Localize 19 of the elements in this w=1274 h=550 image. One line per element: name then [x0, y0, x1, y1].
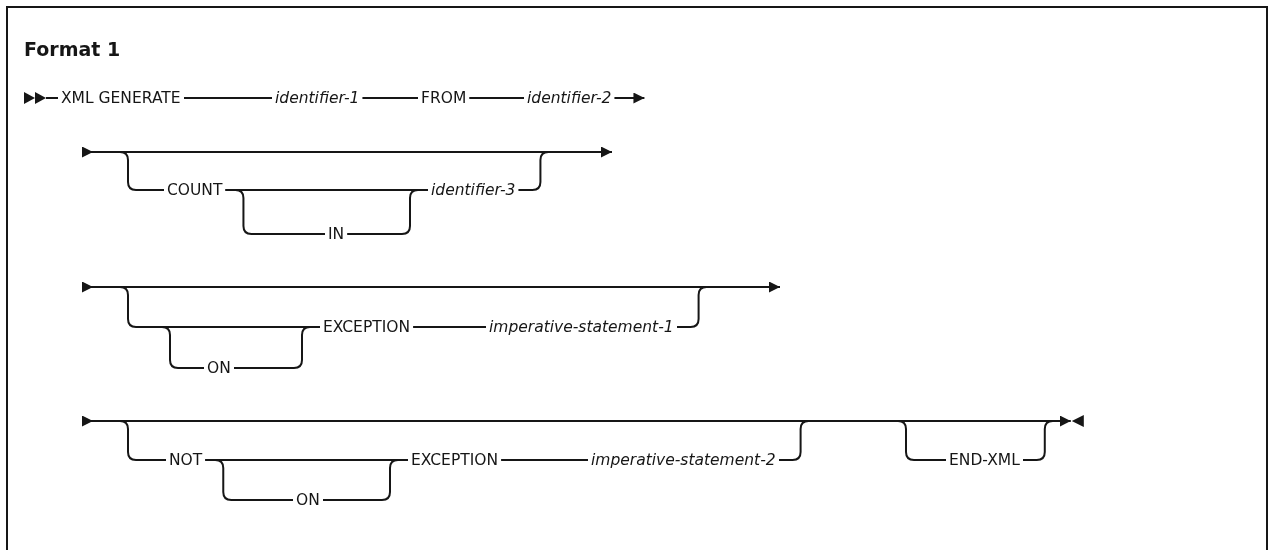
syntax-line — [500, 459, 589, 461]
diagram-title: Format 1 — [24, 38, 121, 60]
syntax-line — [412, 326, 487, 328]
syntax-line — [346, 189, 429, 235]
syntax-line — [613, 92, 646, 104]
syntax-line — [517, 151, 552, 191]
syntax-line — [204, 459, 294, 501]
syntax-line — [159, 326, 205, 369]
syntax-line — [321, 459, 409, 501]
syntax-line — [224, 189, 326, 235]
syntax-line — [361, 97, 419, 99]
syntax-line — [117, 420, 167, 461]
syntax-line — [777, 420, 947, 461]
syntax-line — [182, 97, 273, 99]
syntax-line — [468, 97, 525, 99]
syntax-line — [117, 151, 165, 191]
syntax-line — [117, 286, 321, 328]
syntax-line — [675, 286, 710, 328]
syntax-line — [1021, 420, 1054, 461]
